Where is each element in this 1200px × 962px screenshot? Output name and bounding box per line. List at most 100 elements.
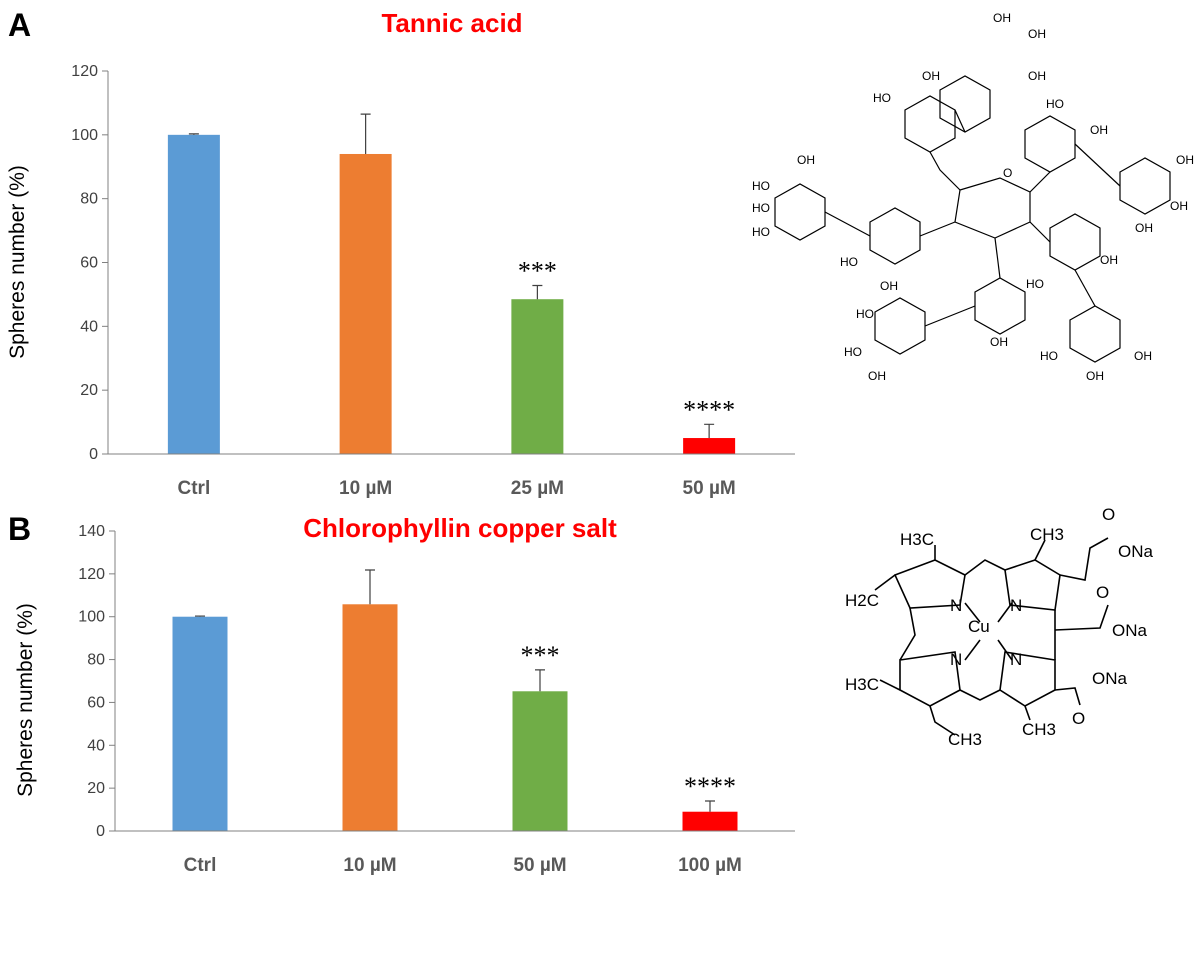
copper-label: Cu	[968, 617, 990, 636]
hydroxyl-label: HO	[752, 225, 770, 239]
pyrrole-ring-4	[999, 651, 1056, 707]
hydroxyl-label: OH	[880, 279, 898, 293]
bond	[929, 151, 961, 191]
y-tick-label: 60	[87, 694, 105, 711]
bond	[1059, 537, 1109, 581]
nitrogen-label: N	[1010, 650, 1022, 669]
tannic-acid-structure: O OH OH OH OH HO HO OH OH OH OH HO HO	[752, 11, 1194, 383]
methyl-label: CH3	[1030, 525, 1064, 544]
bar	[683, 438, 736, 454]
bond	[959, 689, 1001, 701]
hydroxyl-label: OH	[1100, 253, 1118, 267]
bond	[997, 639, 1013, 661]
hydroxyl-label: HO	[844, 345, 862, 359]
category-label: 10 µM	[339, 478, 392, 499]
hydroxyl-label: HO	[752, 179, 770, 193]
y-tick-label: 120	[78, 566, 105, 583]
hydroxyl-label: OH	[1090, 123, 1108, 137]
galloyl-ring-2	[1119, 157, 1171, 215]
error-bar	[195, 615, 205, 617]
hydroxyl-label: OH	[1135, 221, 1153, 235]
y-tick-label: 80	[87, 652, 105, 669]
bond	[1074, 143, 1121, 187]
y-tick-label: 40	[80, 318, 98, 335]
y-tick-label: 120	[71, 63, 98, 80]
hydroxyl-label: OH	[1134, 349, 1152, 363]
bond	[954, 109, 966, 133]
galloyl-ring-5	[939, 75, 991, 133]
galloyl-ring-4	[1069, 305, 1121, 363]
bond	[874, 574, 896, 591]
ethyl-label: CH3	[948, 730, 982, 749]
y-tick-label: 20	[87, 780, 105, 797]
bar	[342, 604, 398, 831]
galloyl-ring-10	[874, 297, 926, 355]
bond	[1054, 687, 1081, 706]
bond	[1029, 171, 1051, 193]
hydroxyl-label: OH	[1176, 153, 1194, 167]
hydroxyl-label: OH	[868, 369, 886, 383]
galloyl-ring-6	[904, 95, 956, 153]
vinyl-label: H2C	[845, 591, 879, 610]
carbonyl-oxygen-label: O	[1102, 505, 1115, 524]
bond	[964, 559, 1006, 576]
pyrrole-ring-2	[1004, 559, 1061, 611]
y-tick-label: 140	[78, 523, 105, 540]
hydroxyl-label: HO	[840, 255, 858, 269]
y-tick-label: 80	[80, 191, 98, 208]
hydroxyl-label: HO	[873, 91, 891, 105]
hydroxyl-label: OH	[1170, 199, 1188, 213]
category-label: 50 µM	[683, 478, 736, 499]
y-tick-label: 0	[96, 823, 105, 840]
sodium-carboxylate-label: ONa	[1092, 669, 1128, 688]
category-label: Ctrl	[184, 855, 217, 876]
y-tick-label: 60	[80, 255, 98, 272]
error-bar	[532, 284, 543, 300]
significance-label: ***	[521, 641, 560, 670]
y-tick-label: 40	[87, 737, 105, 754]
significance-marks: *******	[518, 256, 735, 424]
galloyl-ring-8	[774, 183, 826, 241]
error-bar	[365, 569, 375, 605]
y-tick-label: 0	[89, 446, 98, 463]
sodium-carboxylate-label: ONa	[1112, 621, 1148, 640]
bars	[172, 604, 738, 831]
glucose-ring	[954, 177, 1031, 239]
hydroxyl-label: HO	[752, 201, 770, 215]
hydroxyl-label: OH	[797, 153, 815, 167]
y-ticks: 0 20 40 60 80 100 120 140	[78, 523, 115, 840]
bond	[997, 602, 1013, 623]
bond	[1024, 705, 1031, 721]
methyl-label: H3C	[845, 675, 879, 694]
nitrogen-label: N	[950, 596, 962, 615]
y-tick-label: 20	[80, 382, 98, 399]
hydroxyl-label: OH	[990, 335, 1008, 349]
chart-title: Tannic acid	[381, 8, 522, 38]
bar	[172, 616, 228, 831]
bond	[1054, 604, 1109, 631]
y-tick-label: 100	[78, 609, 105, 626]
methyl-label: CH3	[1022, 720, 1056, 739]
hydroxyl-label: OH	[1028, 69, 1046, 83]
bond	[929, 705, 956, 736]
bars	[167, 134, 736, 455]
galloyl-ring-7	[869, 207, 921, 265]
error-bar	[705, 800, 715, 812]
bond	[899, 607, 916, 661]
hydroxyl-label: OH	[1086, 369, 1104, 383]
error-bar	[704, 423, 715, 439]
hydroxyl-label: HO	[1040, 349, 1058, 363]
error-bar	[188, 133, 199, 135]
bond	[1034, 539, 1046, 561]
significance-marks: *******	[521, 641, 737, 801]
hydroxyl-label: HO	[1026, 277, 1044, 291]
bond	[994, 237, 1001, 279]
nitrogen-label: N	[1010, 596, 1022, 615]
error-bars	[188, 113, 715, 439]
category-label: 25 µM	[511, 478, 564, 499]
carbonyl-oxygen-label: O	[1072, 709, 1085, 728]
chlorophyllin-structure: H3C CH3 H2C Cu N N N N O ONa O ONa ONa O…	[845, 505, 1154, 749]
